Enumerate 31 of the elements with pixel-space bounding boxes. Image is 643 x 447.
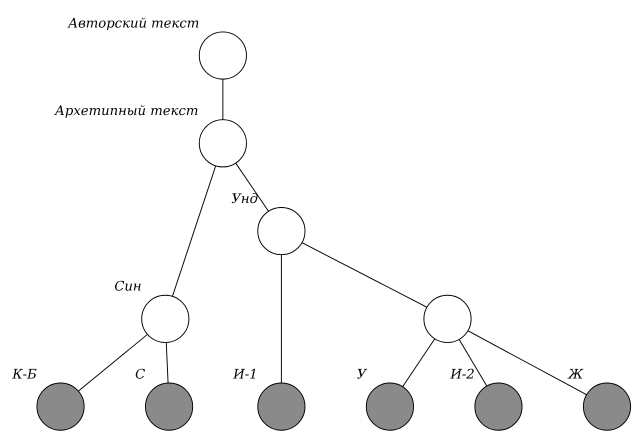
node-label: Ж bbox=[568, 367, 584, 382]
node-label: У bbox=[356, 367, 366, 382]
connector bbox=[402, 338, 436, 387]
node-circle bbox=[582, 382, 632, 430]
node-circle bbox=[141, 294, 190, 342]
node-circle bbox=[474, 382, 523, 430]
node-circle bbox=[198, 30, 247, 80]
node-circle bbox=[198, 118, 247, 167]
node-label: Унд bbox=[231, 191, 258, 206]
node-label: И-2 bbox=[450, 367, 475, 382]
node-circle bbox=[366, 382, 414, 430]
node-label: Архетипный текст bbox=[54, 104, 198, 119]
connector bbox=[222, 78, 224, 120]
node-label: Син bbox=[114, 279, 142, 294]
connector bbox=[78, 334, 148, 391]
connector bbox=[235, 162, 269, 212]
node-circle bbox=[257, 206, 306, 255]
node-label: И-1 bbox=[233, 367, 258, 382]
connector bbox=[468, 330, 588, 395]
connector bbox=[166, 342, 169, 383]
connector bbox=[280, 254, 282, 383]
connector bbox=[172, 164, 216, 296]
node-label: С bbox=[135, 367, 146, 382]
node-circle bbox=[423, 294, 472, 342]
node-label: К-Б bbox=[12, 367, 37, 382]
connector bbox=[302, 242, 428, 308]
node-circle bbox=[257, 382, 306, 430]
node-circle bbox=[145, 382, 194, 430]
connector bbox=[458, 338, 488, 386]
node-circle bbox=[36, 382, 85, 430]
node-label: Авторский текст bbox=[68, 16, 200, 31]
